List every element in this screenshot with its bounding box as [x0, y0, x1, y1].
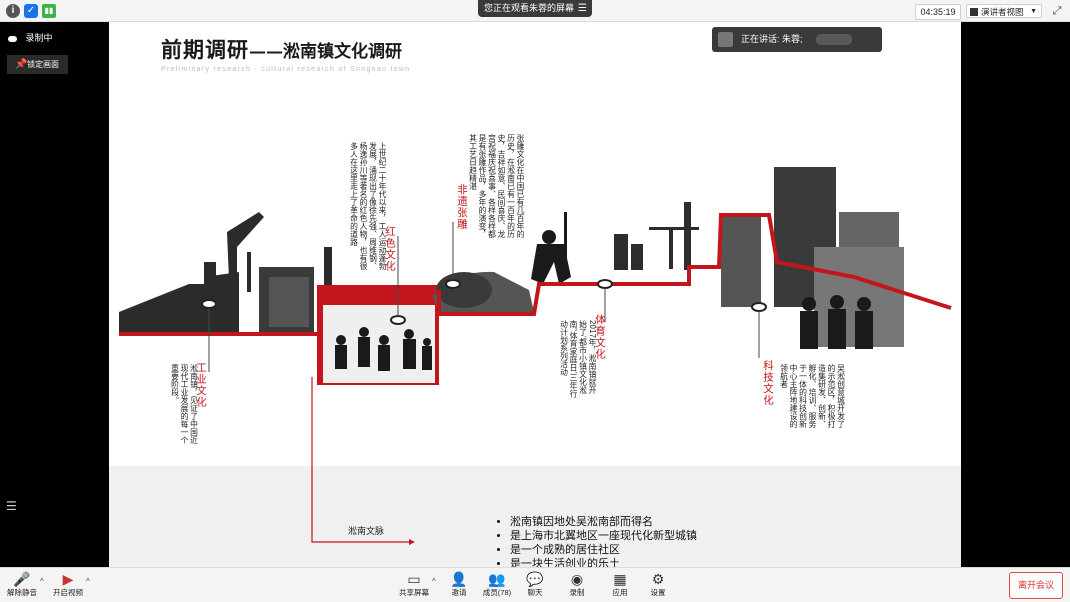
add-user-icon: 👤 [450, 571, 468, 587]
record-button[interactable]: ◉ 录制 [555, 571, 599, 601]
microphone-muted-icon: 🎤 [13, 571, 31, 587]
industrial-culture-heading: 工业文化 [195, 362, 207, 408]
timeline-line [119, 213, 952, 336]
audio-options-caret[interactable]: ^ [40, 577, 44, 586]
heritage-text: 张雕文化在中国已有几百年的历史，在淞南已有一百年的历史，吉祥如意、民间喜庆、龙宫… [468, 134, 526, 238]
invite-label: 邀请 [451, 588, 467, 597]
chevron-down-icon: ▼ [1030, 8, 1037, 15]
sports-culture-text: 2017年，淞南镇就开始了‘都市小镇文化淞南’‘体育家庭日’三年行动计划系列活动 [559, 320, 598, 398]
share-screen-button[interactable]: ▭ 共享屏幕 [392, 571, 436, 601]
settings-label: 设置 [650, 588, 666, 597]
meeting-toolbar: 🎤 解除静音 ^ ▶ 开启视频 ^ ▭ 共享屏幕 ^ 👤 邀请 👥 成员(78)… [0, 567, 1070, 602]
fullscreen-icon[interactable]: ⤢ [1052, 5, 1062, 17]
active-speaker-label: 正在讲话: 朱蓉; [741, 34, 803, 44]
pin-icon: 📌 [15, 59, 28, 70]
start-video-button[interactable]: ▶ 开启视频 [46, 571, 90, 601]
signal-icon[interactable]: ▮▮ [42, 4, 56, 18]
record-label: 录制 [569, 588, 585, 597]
slide-title-sub: ——淞南镇文化调研 [249, 42, 402, 62]
video-off-icon: ▶ [62, 571, 74, 587]
slide-title-main: 前期调研 [161, 37, 249, 62]
gear-icon: ⚙ [651, 571, 665, 587]
section-connectors [208, 222, 760, 372]
culture-timeline-illustration [119, 167, 952, 545]
start-video-label: 开启视频 [53, 588, 83, 597]
viewing-screen-banner[interactable]: 您正在观看朱蓉的屏幕 ☰ [478, 0, 592, 17]
video-options-caret[interactable]: ^ [86, 577, 90, 586]
speaker-name-blur [816, 34, 852, 45]
slide-title: 前期调研——淞南镇文化调研 [161, 34, 402, 64]
apps-label: 应用 [612, 588, 628, 597]
members-button[interactable]: 👥 成员(78) [475, 571, 519, 601]
view-mode-dropdown[interactable]: 演讲者视图 ▼ [966, 4, 1042, 18]
sports-culture-heading: 体育文化 [594, 314, 606, 360]
recording-indicator[interactable]: 录制中 [8, 30, 68, 46]
avatar [718, 32, 733, 47]
active-speaker-badge: 正在讲话: 朱蓉; [712, 27, 882, 52]
crowd-silhouettes [335, 327, 432, 371]
route-label: 淞南文脉 [348, 526, 385, 536]
industrial-plant-image [119, 212, 332, 332]
slide-subtitle: Preliminary research - cultural research… [161, 66, 411, 73]
sports-figure-image [531, 212, 571, 284]
settings-button[interactable]: ⚙ 设置 [636, 571, 680, 601]
info-icon[interactable]: i [6, 4, 20, 18]
tech-culture-text: 吴淞创意城开发了的示范区，积极打造集研发、创新、孵化、培训、服务于一体的科技创新… [779, 364, 846, 428]
share-screen-icon: ▭ [407, 571, 421, 587]
leave-meeting-button[interactable]: 离开会议 [1009, 572, 1063, 599]
unmute-button[interactable]: 🎤 解除静音 [0, 571, 44, 601]
modern-skyline-image [614, 202, 699, 270]
menu-icon[interactable]: ☰ [578, 3, 587, 14]
summary-bullet: 淞南镇因地处吴淞南部而得名 [510, 515, 794, 529]
unmute-label: 解除静音 [7, 588, 37, 597]
summary-bullet: 是上海市北翼地区一座现代化新型城镇 [510, 529, 794, 543]
view-mode-label: 演讲者视图 [981, 7, 1024, 17]
top-bar: i ✓ ▮▮ 您正在观看朱蓉的屏幕 ☰ 04:35:19 演讲者视图 ▼ ⤢ [0, 0, 1070, 22]
chat-button[interactable]: 💬 聊天 [513, 571, 557, 601]
heritage-heading: 非遗张雕 [456, 184, 468, 230]
summary-bullet: 是一个成熟的居住社区 [510, 543, 794, 557]
slide-lower-band [109, 466, 961, 567]
lock-view-button[interactable]: 📌 锁定画面 [7, 55, 68, 74]
apps-button[interactable]: ▦ 应用 [598, 571, 642, 601]
shared-slide: 前期调研——淞南镇文化调研 Preliminary research - cul… [109, 22, 961, 567]
recording-label: 录制中 [25, 33, 53, 43]
red-culture-heading: 红色文化 [384, 226, 396, 272]
tech-buildings-image [721, 167, 904, 349]
timeline-node-markers [201, 279, 767, 325]
tech-culture-heading: 科技文化 [762, 360, 774, 406]
red-culture-text: 上世纪二十年代以来，工人运动蓬勃发展，涌现出了像徐先强、周维钢、杨逸孙川等著名的… [349, 142, 388, 270]
record-icon: ◉ [570, 571, 584, 587]
route-arrow [311, 377, 409, 543]
members-label: 成员(78) [482, 588, 512, 597]
share-screen-label: 共享屏幕 [399, 588, 429, 597]
grid-icon [970, 8, 978, 16]
chat-label: 聊天 [527, 588, 543, 597]
list-menu-icon[interactable]: ☰ [6, 499, 17, 513]
summary-bullets: 淞南镇因地处吴淞南部而得名 是上海市北翼地区一座现代化新型城镇 是一个成熟的居住… [494, 515, 794, 567]
shield-icon[interactable]: ✓ [24, 4, 38, 18]
members-icon: 👥 [488, 571, 506, 587]
cloud-icon [8, 35, 17, 42]
apps-icon: ▦ [613, 571, 627, 587]
industrial-culture-text: 淞南镇，见证了中国近现代工业发展的每一个重要阶段。 [170, 364, 199, 444]
chat-icon: 💬 [526, 571, 544, 587]
meeting-clock: 04:35:19 [915, 4, 961, 20]
lock-view-label: 锁定画面 [27, 60, 59, 69]
summary-bullet: 是一块生活创业的乐土 [510, 557, 794, 567]
viewing-screen-text: 您正在观看朱蓉的屏幕 [484, 3, 575, 13]
share-options-caret[interactable]: ^ [432, 577, 436, 586]
invite-button[interactable]: 👤 邀请 [437, 571, 481, 601]
